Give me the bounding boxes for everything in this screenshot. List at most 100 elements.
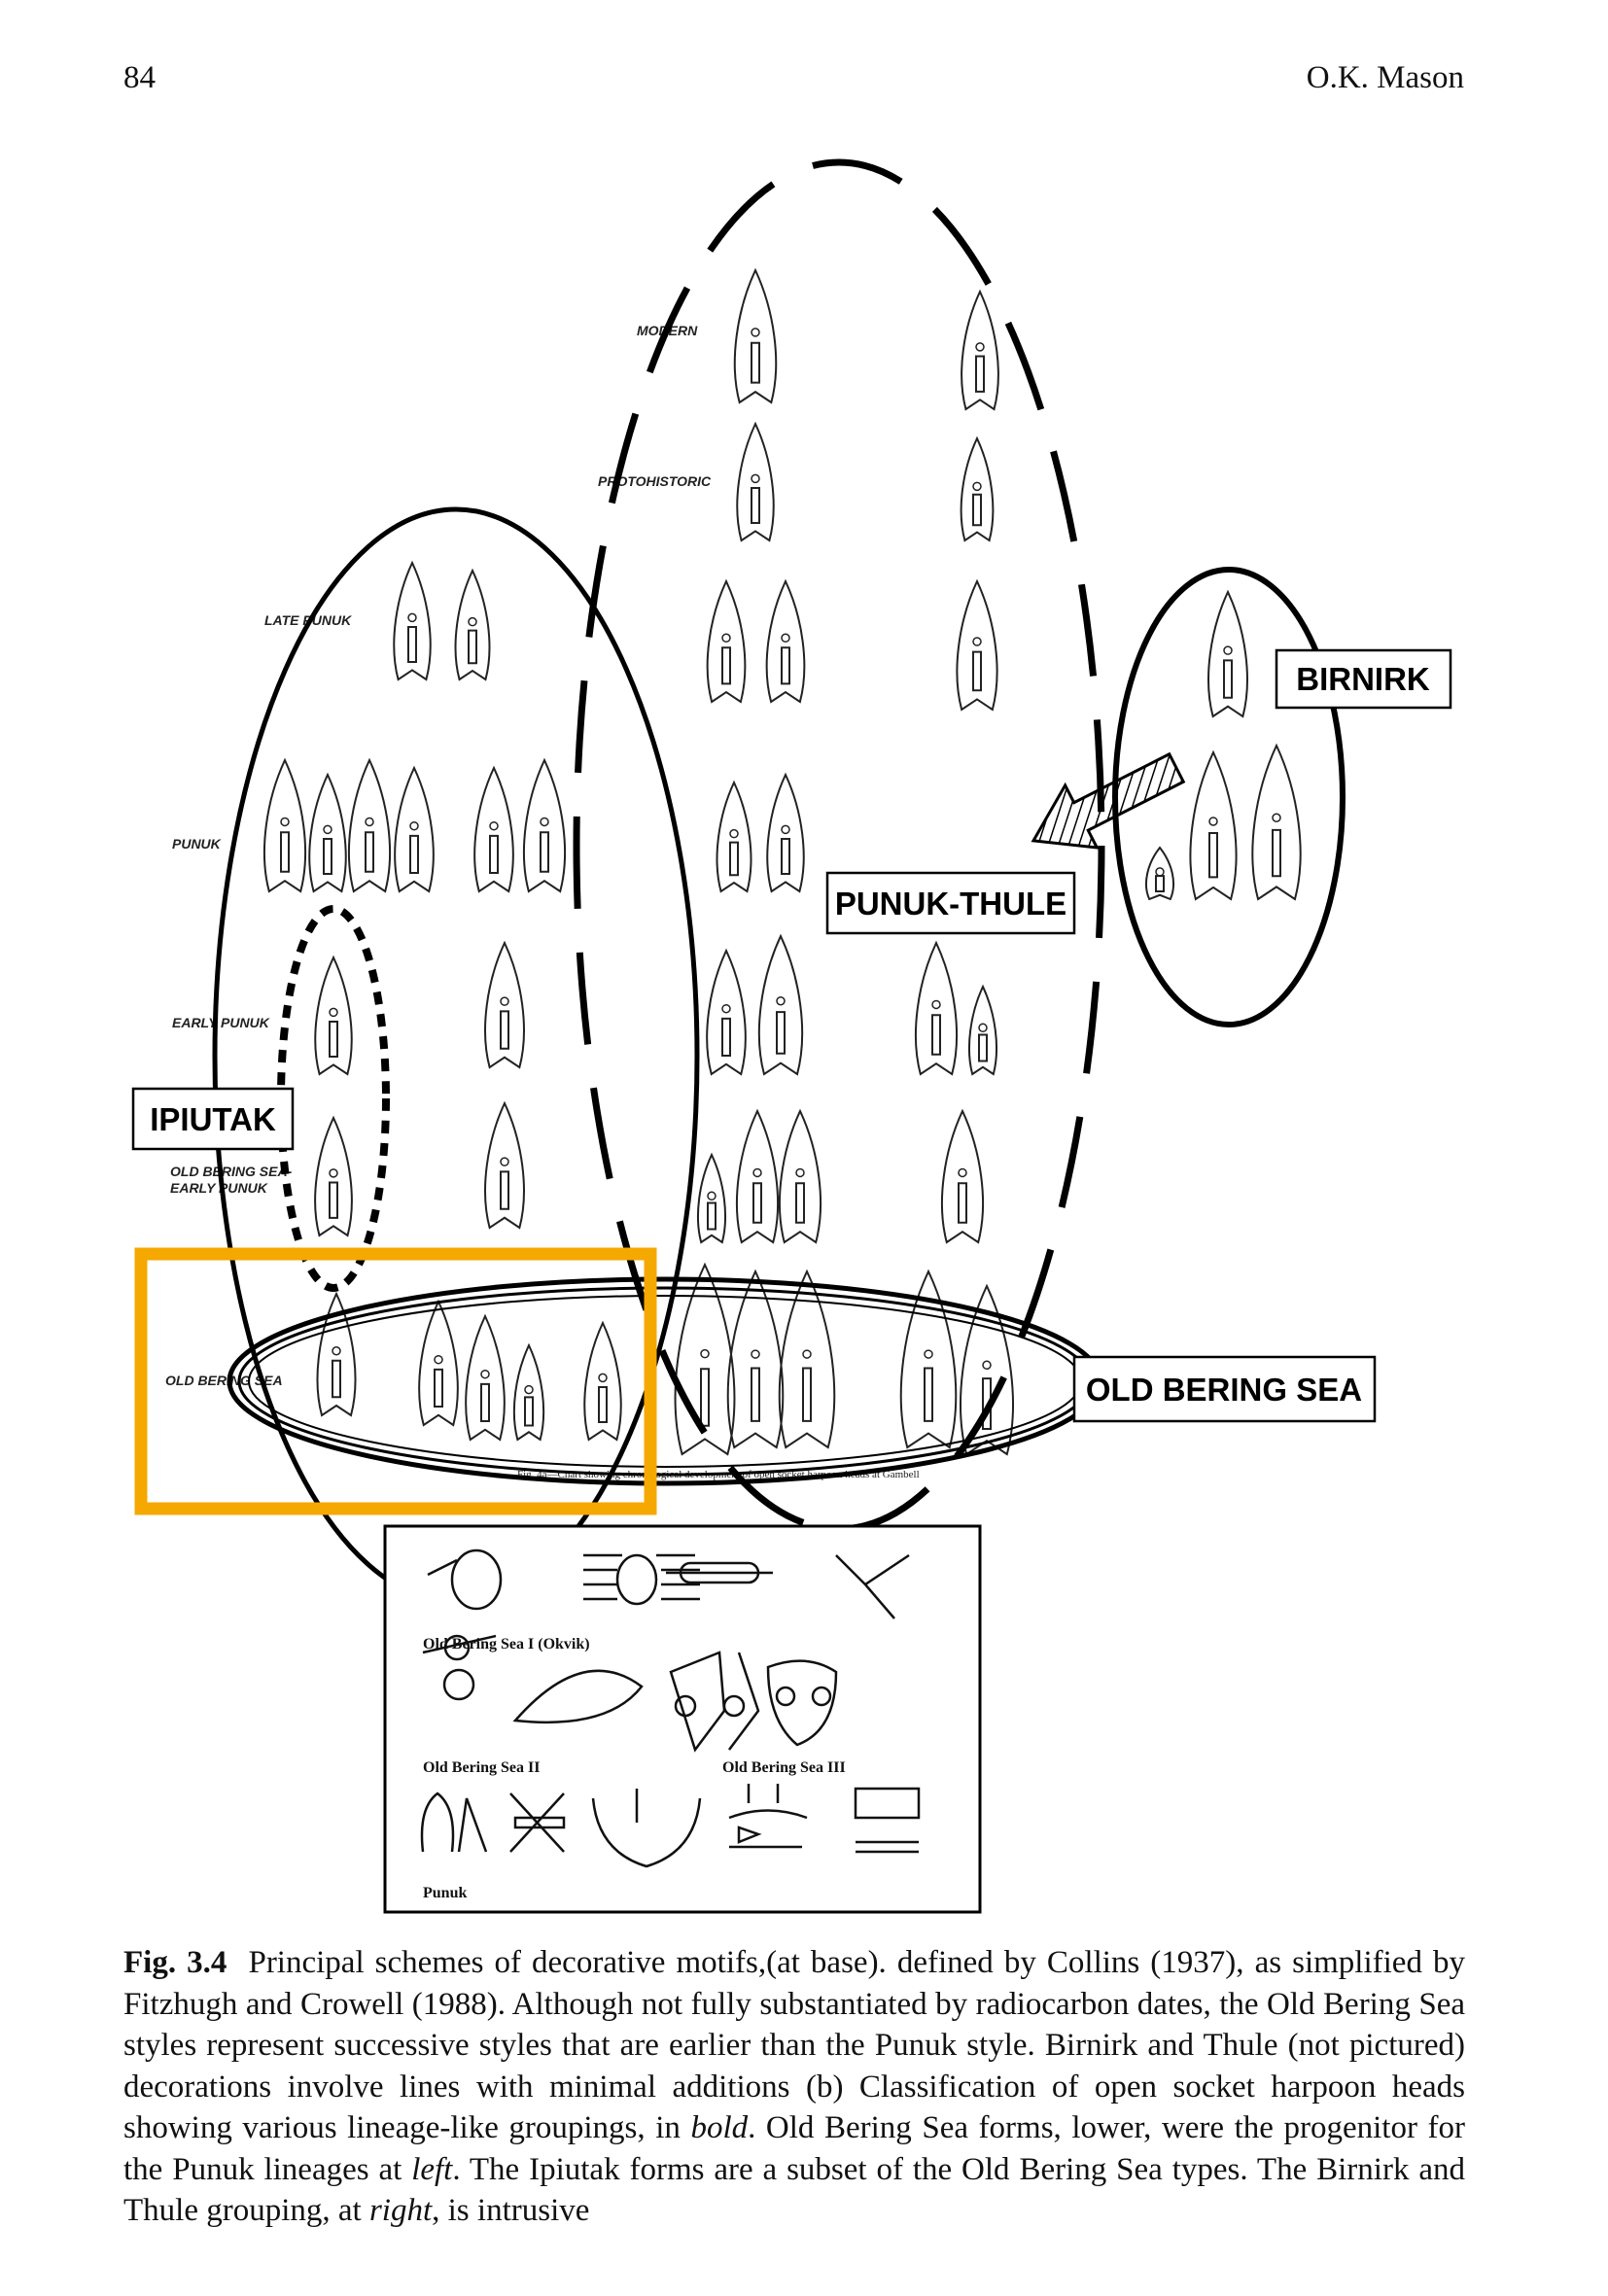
harpoon-line-hole bbox=[795, 1167, 805, 1178]
harpoon-head-drawing bbox=[674, 1262, 736, 1456]
harpoon-line-hole bbox=[365, 817, 374, 827]
harpoon-line-hole bbox=[332, 1346, 341, 1356]
harpoon-line-hole bbox=[751, 473, 760, 484]
harpoon-line-hole bbox=[540, 817, 549, 827]
harpoon-head-drawing bbox=[736, 421, 775, 542]
harpoon-line-hole bbox=[480, 1369, 490, 1379]
inset-label-obs2: Old Bering Sea II bbox=[423, 1759, 540, 1776]
harpoon-line-hole bbox=[972, 637, 982, 646]
harpoon-head-drawing bbox=[393, 560, 432, 681]
caption-em-right: right bbox=[368, 2193, 433, 2228]
harpoon-head-drawing bbox=[726, 1269, 785, 1449]
ipiutak-dotted-ellipse bbox=[277, 905, 390, 1292]
harpoon-line-hole bbox=[280, 817, 290, 827]
harpoon-head-drawing bbox=[1189, 749, 1238, 901]
harpoon-line-hole bbox=[407, 612, 417, 623]
harpoon-line-hole bbox=[781, 633, 790, 644]
harpoon-head-drawing bbox=[766, 772, 805, 893]
harpoon-line-hole bbox=[1272, 813, 1281, 823]
caption-text-2: . Old Bering Sea forms, lower, were the … bbox=[123, 2110, 1465, 2187]
harpoon-head-drawing bbox=[465, 1313, 506, 1442]
harpoon-line-hole bbox=[924, 1349, 933, 1359]
harpoon-head-drawing bbox=[484, 940, 525, 1069]
harpoon-line-hole bbox=[434, 1354, 443, 1365]
harpoon-head-drawing bbox=[308, 772, 347, 893]
label-ipiutak-text: IPIUTAK bbox=[150, 1101, 276, 1137]
stage-label-punuk: PUNUK bbox=[172, 836, 222, 852]
harpoon-head-drawing bbox=[706, 578, 747, 704]
harpoon-head-drawing bbox=[484, 1100, 525, 1230]
figure-caption: Fig. 3.4 Principal schemes of decorative… bbox=[123, 1942, 1465, 2232]
running-head-author: O.K. Mason bbox=[1306, 60, 1464, 95]
harpoon-line-hole bbox=[598, 1373, 608, 1383]
label-birnirk-text: BIRNIRK bbox=[1296, 661, 1430, 697]
motif-inset: Old Bering Sea I (Okvik) Old Bering Sea … bbox=[383, 1524, 982, 1914]
harpoon-head-drawing bbox=[757, 933, 804, 1076]
stage-label-obs-early-punuk: OLD BERING SEA- bbox=[170, 1164, 293, 1179]
harpoon-line-hole bbox=[751, 1349, 760, 1359]
harpoon-line-hole bbox=[700, 1348, 710, 1359]
harpoon-head-drawing bbox=[696, 1152, 727, 1244]
highlight-box bbox=[134, 1247, 657, 1515]
harpoon-head-drawing bbox=[941, 1108, 984, 1244]
stage-label-early-punuk: EARLY PUNUK bbox=[172, 1015, 270, 1030]
harpoon-line-hole bbox=[781, 824, 790, 835]
harpoon-line-hole bbox=[500, 1157, 509, 1166]
stage-label-obs-early-punuk-2: EARLY PUNUK bbox=[170, 1180, 268, 1196]
inset-label-obs3: Old Bering Sea III bbox=[722, 1759, 846, 1776]
harpoon-head-drawing bbox=[967, 984, 998, 1076]
harpoon-head-drawing bbox=[418, 1299, 459, 1427]
inset-label-obs1: Old Bering Sea I (Okvik) bbox=[423, 1636, 590, 1652]
stage-label-old-bering-sea: OLD BERING SEA bbox=[165, 1373, 283, 1388]
harpoon-head-drawing bbox=[779, 1108, 821, 1244]
harpoon-line-hole bbox=[751, 328, 760, 337]
label-old-bering-sea-text: OLD BERING SEA bbox=[1086, 1372, 1362, 1408]
harpoon-line-hole bbox=[707, 1191, 717, 1201]
caption-text-4: , is intrusive bbox=[432, 2193, 590, 2228]
harpoon-heads bbox=[263, 267, 1302, 1456]
harpoon-line-hole bbox=[500, 996, 509, 1006]
harpoon-head-drawing bbox=[915, 940, 958, 1076]
harpoon-head-drawing bbox=[899, 1269, 958, 1449]
harpoon-head-drawing bbox=[314, 1115, 353, 1237]
harpoon-head-drawing bbox=[1145, 846, 1174, 901]
punuk-lineage-ellipse bbox=[212, 506, 700, 1605]
harpoon-head-drawing bbox=[961, 289, 999, 411]
harpoon-head-drawing bbox=[733, 267, 778, 404]
harpoon-head-drawing bbox=[716, 780, 752, 893]
harpoon-head-drawing bbox=[314, 955, 353, 1076]
hatched-arrow-icon bbox=[1031, 751, 1186, 850]
harpoon-head-drawing bbox=[523, 757, 566, 893]
caption-em-left: left bbox=[411, 2151, 453, 2187]
harpoon-line-hole bbox=[409, 820, 419, 831]
label-birnirk: BIRNIRK bbox=[1275, 648, 1452, 710]
harpoon-line-hole bbox=[721, 633, 731, 644]
harpoon-head-drawing bbox=[263, 757, 306, 893]
harpoon-line-hole bbox=[982, 1360, 992, 1371]
caption-em-bold: bold bbox=[690, 2110, 749, 2145]
harpoon-line-hole bbox=[468, 616, 477, 627]
stage-label-protohistoric: PROTOHISTORIC bbox=[598, 473, 712, 489]
label-punuk-thule-text: PUNUK-THULE bbox=[835, 886, 1066, 922]
harpoon-line-hole bbox=[323, 824, 332, 835]
harpoon-head-drawing bbox=[778, 1269, 836, 1449]
harpoon-line-hole bbox=[752, 1167, 762, 1178]
harpoon-head-drawing bbox=[512, 1342, 545, 1442]
harpoon-head-drawing bbox=[736, 1108, 779, 1244]
caption-text-3: . The Ipiutak forms are a subset of the … bbox=[123, 2151, 1465, 2229]
harpoon-head-drawing bbox=[348, 757, 391, 893]
harpoon-line-hole bbox=[931, 999, 941, 1010]
punuk-thule-dashed-ellipse bbox=[573, 158, 1105, 1533]
harpoon-head-drawing bbox=[1251, 743, 1302, 901]
harpoon-line-hole bbox=[524, 1384, 534, 1395]
label-punuk-thule: PUNUK-THULE bbox=[825, 871, 1076, 935]
harpoon-line-hole bbox=[489, 820, 499, 831]
harpoon-line-hole bbox=[776, 995, 786, 1006]
harpoon-line-hole bbox=[1208, 817, 1218, 826]
harpoon-line-hole bbox=[721, 1003, 731, 1014]
harpoon-head-drawing bbox=[960, 435, 995, 542]
harpoon-line-hole bbox=[729, 828, 739, 839]
harpoon-line-hole bbox=[329, 1007, 338, 1018]
harpoon-head-drawing bbox=[454, 568, 491, 681]
harpoon-head-drawing bbox=[394, 765, 435, 893]
